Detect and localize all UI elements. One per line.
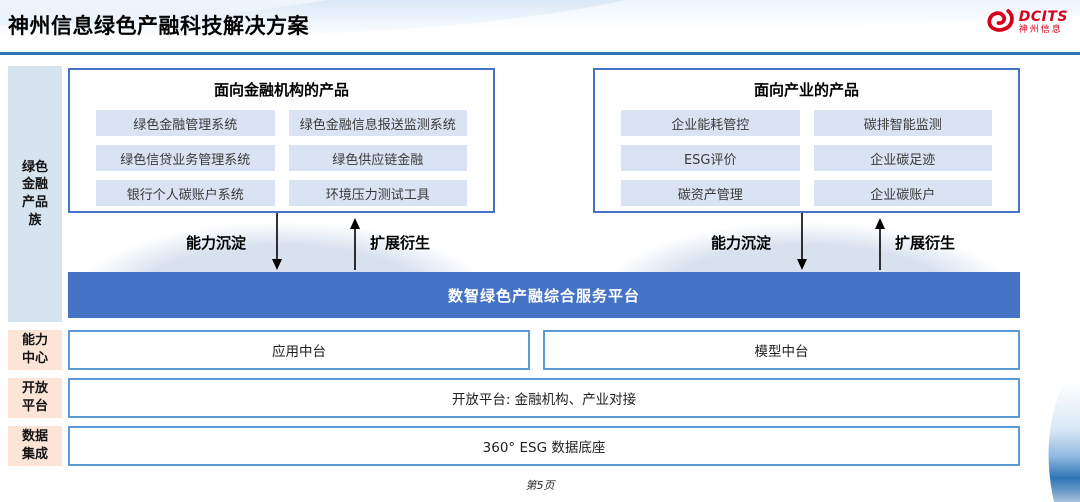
arrow-zone-left: 能力沉淀 扩展衍生 xyxy=(68,213,495,272)
finance-products-box: 面向金融机构的产品 绿色金融管理系统 绿色金融信息报送监测系统 绿色信贷业务管理… xyxy=(68,68,495,213)
product-chip: 银行个人碳账户系统 xyxy=(96,180,275,206)
esg-data-base-box: 360° ESG 数据底座 xyxy=(68,426,1020,466)
model-middle-platform-box: 模型中台 xyxy=(543,330,1020,370)
product-chip: 绿色信贷业务管理系统 xyxy=(96,145,275,171)
product-chip: 碳排智能监测 xyxy=(813,110,992,136)
sidebar-data-integration: 数据 集成 xyxy=(8,426,62,466)
product-chip: 绿色供应链金融 xyxy=(288,145,467,171)
platform-banner: 数智绿色产融综合服务平台 xyxy=(68,272,1020,318)
product-chip: 企业能耗管控 xyxy=(621,110,800,136)
sidebar-open-platform: 开放 平台 xyxy=(8,378,62,418)
corner-swoosh-decoration xyxy=(1018,382,1080,502)
sidebar-product-family: 绿色 金融 产品 族 xyxy=(8,66,62,322)
logo-swirl-icon xyxy=(985,7,1015,37)
product-chip: 碳资产管理 xyxy=(621,180,800,206)
product-chip: 企业碳足迹 xyxy=(813,145,992,171)
product-chip: 企业碳账户 xyxy=(813,180,992,206)
up-arrow-icon xyxy=(874,218,886,272)
sidebar-capability-center: 能力 中心 xyxy=(8,330,62,370)
product-chip: 绿色金融信息报送监测系统 xyxy=(288,110,467,136)
up-arrow-icon xyxy=(349,218,361,272)
industry-chip-grid: 企业能耗管控 碳排智能监测 ESG评价 企业碳足迹 碳资产管理 企业碳账户 xyxy=(621,110,992,206)
open-platform-box: 开放平台: 金融机构、产业对接 xyxy=(68,378,1020,418)
down-arrow-icon xyxy=(796,213,808,272)
page-title: 神州信息绿色产融科技解决方案 xyxy=(8,14,309,38)
app-middle-platform-box: 应用中台 xyxy=(68,330,530,370)
down-arrow-icon xyxy=(271,213,283,272)
header-rule xyxy=(0,52,1080,55)
finance-chip-grid: 绿色金融管理系统 绿色金融信息报送监测系统 绿色信贷业务管理系统 绿色供应链金融… xyxy=(96,110,467,206)
logo-brand-cn: 神州信息 xyxy=(1018,24,1063,35)
product-chip: 环境压力测试工具 xyxy=(288,180,467,206)
expand-derive-label: 扩展衍生 xyxy=(895,234,956,252)
industry-box-title: 面向产业的产品 xyxy=(753,81,859,99)
finance-box-title: 面向金融机构的产品 xyxy=(213,81,349,99)
dcits-logo: DCITS 神州信息 xyxy=(985,7,1068,37)
logo-text: DCITS 神州信息 xyxy=(1019,10,1068,35)
header-swoosh-decoration xyxy=(0,0,1080,58)
arrow-zone-right: 能力沉淀 扩展衍生 xyxy=(593,213,1020,272)
product-chip: ESG评价 xyxy=(621,145,800,171)
capability-sink-label: 能力沉淀 xyxy=(711,234,772,252)
capability-sink-label: 能力沉淀 xyxy=(186,234,247,252)
logo-brand: DCITS xyxy=(1018,8,1068,25)
expand-derive-label: 扩展衍生 xyxy=(370,234,431,252)
product-chip: 绿色金融管理系统 xyxy=(96,110,275,136)
page-number: 第5页 xyxy=(525,479,555,492)
industry-products-box: 面向产业的产品 企业能耗管控 碳排智能监测 ESG评价 企业碳足迹 碳资产管理 … xyxy=(593,68,1020,213)
